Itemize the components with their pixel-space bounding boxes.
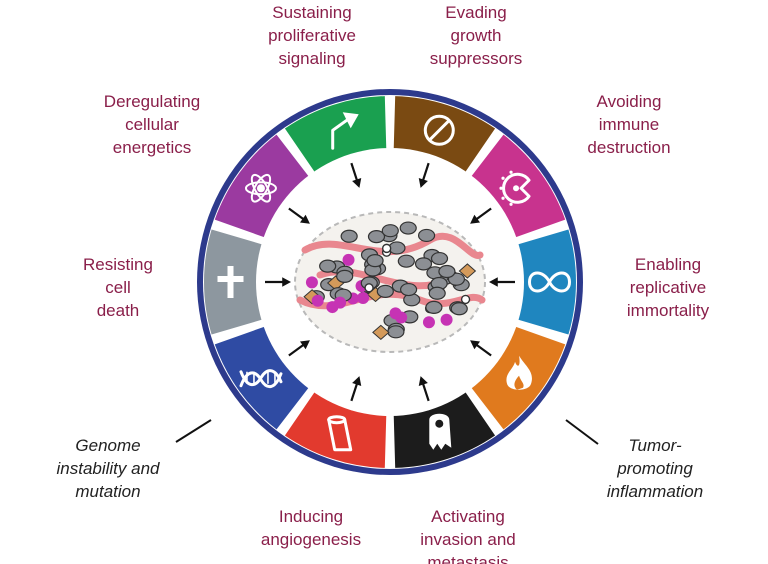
hallmark-ring xyxy=(197,89,583,475)
tumor-cell xyxy=(430,251,449,266)
flame-icon xyxy=(506,355,532,390)
pacman-cell-icon xyxy=(499,170,531,206)
arrow-sustaining-proliferative-signaling xyxy=(350,162,362,188)
no-entry-icon xyxy=(423,114,455,146)
arrow-enabling-replicative-immortality xyxy=(489,277,515,287)
arrow-avoiding-immune-destruction xyxy=(470,207,492,224)
small-cell xyxy=(460,294,471,305)
tumor-cell xyxy=(367,230,386,244)
tumor-cell xyxy=(381,224,399,238)
tumor-cell xyxy=(319,259,337,273)
tumor-cell xyxy=(428,286,446,300)
small-cell xyxy=(364,283,374,293)
segment-sustaining-proliferative-signaling xyxy=(284,96,387,173)
tumor-cell xyxy=(438,264,456,279)
tumor-illustration xyxy=(294,211,486,353)
small-cell xyxy=(381,243,392,254)
tumor-cell xyxy=(414,257,433,271)
tumor-cell xyxy=(388,241,406,255)
tumor-cell xyxy=(336,269,354,283)
arrow-deregulating-cellular-energetics xyxy=(288,207,310,224)
fibroblast xyxy=(372,324,390,341)
immune-cell xyxy=(334,296,347,309)
ghost-cell-icon xyxy=(429,413,452,450)
segment-inducing-angiogenesis xyxy=(284,391,387,468)
arrow-resisting-cell-death xyxy=(265,277,291,287)
atom-icon xyxy=(244,173,277,203)
tumor-cell xyxy=(387,325,405,339)
arrow-genome-instability-and-mutation xyxy=(288,340,310,357)
leader-genome-instability xyxy=(175,419,212,443)
inward-arrows xyxy=(265,162,515,402)
immune-cell xyxy=(389,307,402,320)
blood-vessel xyxy=(301,232,484,259)
tumor-cell xyxy=(400,282,418,297)
immune-cell xyxy=(440,313,453,326)
tumor-cell xyxy=(450,302,468,316)
segment-evading-growth-suppressors xyxy=(393,96,496,173)
vessel-icon xyxy=(327,415,353,452)
arrow-up-right-icon xyxy=(331,112,359,150)
cross-icon xyxy=(217,266,244,298)
immune-cell xyxy=(305,276,318,289)
tumor-cell xyxy=(340,229,358,243)
arrow-tumor-promoting-inflammation xyxy=(470,340,492,357)
immune-cell xyxy=(342,253,355,266)
tumor-cell xyxy=(417,228,436,243)
tumor-cell xyxy=(425,300,443,314)
dna-icon xyxy=(239,369,283,389)
arrow-activating-invasion-and-metastasis xyxy=(418,376,430,402)
leader-tumor-inflammation xyxy=(565,419,599,445)
tumor-cell xyxy=(376,284,394,298)
tumor-cell xyxy=(399,221,417,235)
immune-cell xyxy=(311,294,324,307)
fibroblast xyxy=(458,263,477,279)
arrow-inducing-angiogenesis xyxy=(350,376,362,402)
infinity-icon xyxy=(528,271,571,293)
immune-cell xyxy=(422,316,435,329)
tumor-cell xyxy=(366,254,384,268)
tumor-cell xyxy=(397,254,415,268)
arrow-evading-growth-suppressors xyxy=(418,162,430,188)
segment-enabling-replicative-immortality xyxy=(517,229,576,335)
immune-cell xyxy=(357,291,370,304)
label-leader-lines xyxy=(175,419,599,445)
segment-avoiding-immune-destruction xyxy=(471,134,566,238)
